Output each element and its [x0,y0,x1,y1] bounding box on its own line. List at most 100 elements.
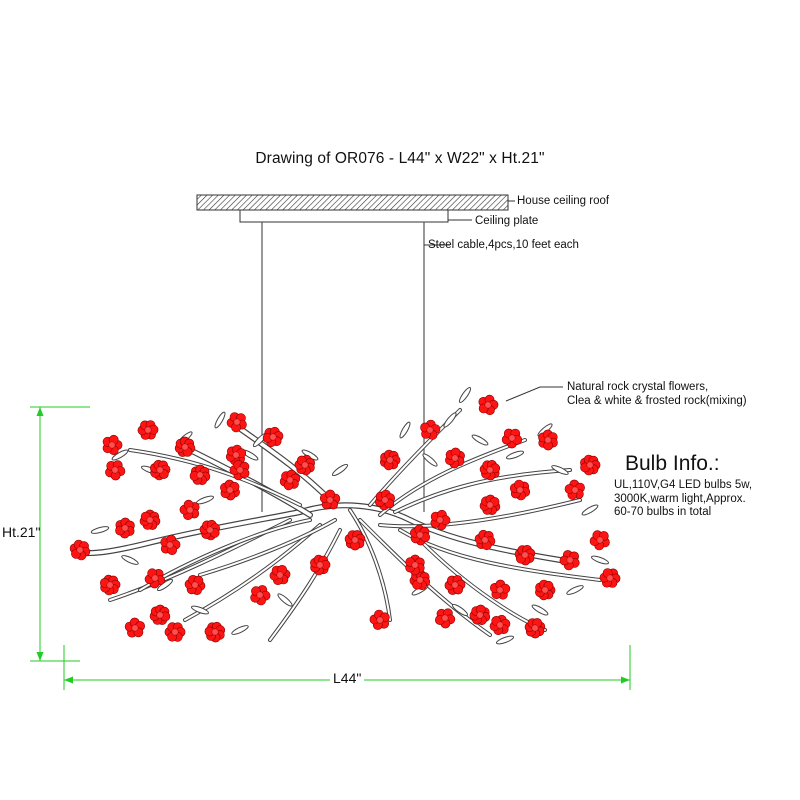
crystal-flower [409,569,431,591]
crystal-flower [204,621,226,643]
leaf [277,593,293,607]
branch-highlight [379,499,581,528]
leaf [451,603,469,617]
branch-highlight [379,439,526,516]
crystal-flower [369,609,390,630]
crystal-flower [226,412,247,433]
crystal-flower [524,618,546,639]
crystal-flower [149,459,171,481]
leaf [590,555,610,565]
leaf [531,604,549,616]
crystal-flower [164,622,186,642]
crystal-flower [160,534,181,555]
crystal-flower [420,419,441,440]
crystal-flower [444,575,466,595]
crystal-flower [538,429,558,451]
callout-steel-cable: Steel cable,4pcs,10 feet each [428,239,579,251]
height-dimension [30,406,90,662]
callout-ceiling-roof: House ceiling roof [517,195,610,207]
crystal-flower [149,604,171,625]
crystal-flower [535,579,556,601]
branch-highlight [269,529,341,641]
crystal-flower [374,489,395,511]
crystal-flower [430,509,451,531]
bulb-info-heading: Bulb Info.: [625,452,720,475]
crystal-flower [294,454,315,476]
crystal-flower [564,479,585,500]
leaf [231,625,249,635]
leaf [471,434,489,446]
crystal-flower [445,447,465,469]
leaf [90,526,110,534]
length-label: L44" [330,670,365,686]
crystal-flower [69,539,91,561]
leaf [581,504,599,516]
crystal-flower [478,394,499,416]
crystal-flower [559,550,580,571]
crystal-flower [144,568,165,589]
bulb-info-text: UL,110V,G4 LED bulbs 5w, 3000K,warm ligh… [614,479,753,518]
crystal-flower [139,509,161,530]
drawing-title: Drawing of OR076 - L44" x W22" x Ht.21" [255,150,545,167]
leaf [399,421,411,439]
crystal-flower [479,494,501,515]
crystal-flower [514,545,536,566]
leaf [331,463,349,477]
crystal-flower [229,459,250,481]
crystal-flower [225,444,247,466]
branch-highlight [349,509,391,621]
crystal-flower [269,565,291,585]
leaf [214,411,226,429]
leaf [458,386,472,404]
leaf [121,555,139,565]
crystal-flower [344,530,366,551]
crystal-flower [489,579,511,600]
branch-highlight [394,469,571,513]
crystal-flower [100,574,121,596]
crystal-flower [509,479,531,501]
ceiling-plate [239,209,449,223]
leaf [505,450,525,460]
crystal-flower [379,449,401,471]
crystal-flower [105,460,126,481]
height-label: Ht.21" [2,524,41,540]
leaf [190,605,210,615]
crystal-flower [405,554,425,576]
crystal-flower [189,464,211,485]
crystal-flower [220,479,240,501]
crystal-flower [250,585,271,606]
crystal-flower [319,489,341,510]
branch-highlight [233,423,332,502]
crystal-flower [115,517,135,539]
crystal-flower [434,608,456,629]
leaf [495,635,515,645]
leaf [443,412,457,428]
callout-ceiling-plate: Ceiling plate [475,215,539,227]
crystal-flower [489,614,511,636]
branch-highlight [129,449,301,506]
crystal-flower [479,459,501,481]
callout-flowers-line1: Natural rock crystal flowers, [567,381,709,393]
crystal-flower [174,436,196,457]
leaf [551,465,569,475]
crystal-flower [179,499,200,520]
leaf [422,453,438,467]
crystal-flower [184,575,206,595]
callout-flowers-line2: Clea & white & frosted rock(mixing) [567,395,747,407]
crystal-flower [279,469,301,491]
leader-flowers [505,386,563,402]
crystal-flower [580,454,601,476]
crystal-flower [469,604,491,626]
branch-highlight [199,519,336,576]
crystal-flower [589,530,610,551]
crystal-flower [137,420,159,440]
crystal-flower [409,524,430,546]
branch-highlight [73,510,302,555]
ceiling-roof [196,194,509,211]
crystal-flower [102,434,123,456]
leaf [195,495,215,505]
branch-highlight [298,503,562,562]
crystal-flower [599,568,621,588]
leaf [566,585,584,595]
crystal-flower [310,554,331,576]
